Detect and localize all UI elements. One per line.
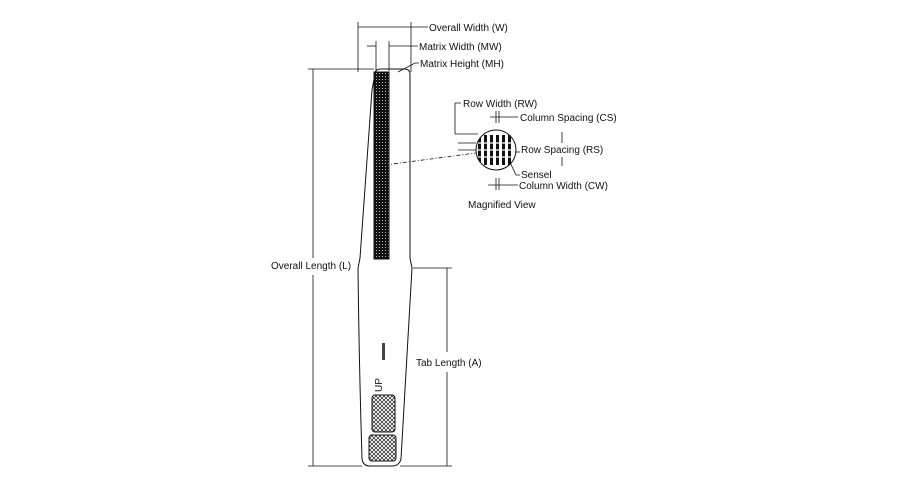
up-marker: UP: [374, 378, 385, 392]
row-spacing-label: Row Spacing (RS): [521, 145, 603, 156]
connector-pad-upper: [371, 394, 396, 433]
sensor-outline: [357, 68, 413, 467]
matrix-height-leader: [397, 62, 419, 73]
magnify-leader: [384, 152, 477, 166]
magnified-view-caption: Magnified View: [468, 200, 536, 211]
overall-length-label: Overall Length (L): [271, 261, 351, 272]
sensing-matrix: [373, 71, 390, 260]
row-width-label: Row Width (RW): [463, 99, 537, 110]
column-width-label: Column Width (CW): [519, 181, 608, 192]
row-width-leader: [454, 102, 461, 134]
sensel-leader: [508, 159, 520, 176]
magnified-grid: [476, 130, 516, 170]
column-spacing-label: Column Spacing (CS): [520, 113, 617, 124]
tab-length-label: Tab Length (A): [416, 358, 482, 369]
connector-pad-lower: [368, 434, 397, 462]
sensel-label: Sensel: [521, 170, 552, 181]
matrix-width-label: Matrix Width (MW): [419, 42, 502, 53]
matrix-height-label: Matrix Height (MH): [420, 59, 504, 70]
tab-text-mark: [382, 343, 385, 360]
overall-width-label: Overall Width (W): [429, 23, 508, 34]
